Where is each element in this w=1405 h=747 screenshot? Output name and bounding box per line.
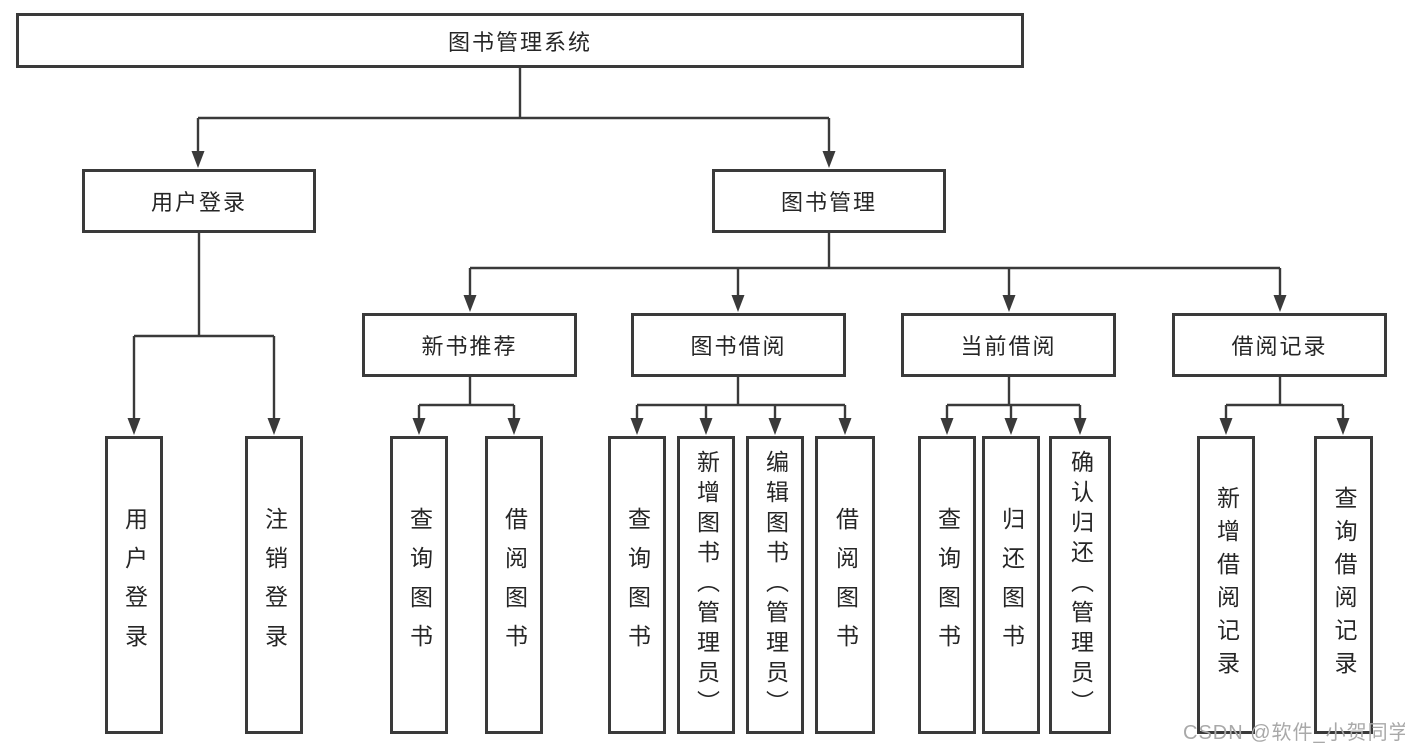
csdn-watermark: CSDN @软件_小贺同学 (1183, 722, 1405, 744)
leaf-borrowing-query-books: 查询图书 (608, 436, 666, 734)
leaf-new-book-query-books-label: 查询图书 (406, 507, 433, 663)
leaf-query-borrow-record-label: 查询借阅记录 (1331, 486, 1357, 684)
leaf-new-book-borrow-books-label: 借阅图书 (501, 507, 528, 663)
leaf-new-book-borrow-books: 借阅图书 (485, 436, 543, 734)
connector-book-borrow-children (630, 377, 852, 435)
node-book-borrowing-label: 图书借阅 (690, 334, 787, 359)
node-user-login: 用户登录 (82, 169, 316, 233)
leaf-borrowing-borrow-books: 借阅图书 (815, 436, 875, 734)
leaf-current-query-books-label: 查询图书 (934, 507, 961, 663)
leaf-return-books: 归还图书 (982, 436, 1040, 734)
leaf-return-books-label: 归还图书 (998, 507, 1025, 663)
node-new-book-recommendation-label: 新书推荐 (421, 334, 518, 359)
connector-borrow-record-children (1219, 377, 1350, 435)
node-library-management-system: 图书管理系统 (16, 13, 1024, 68)
leaf-edit-books-admin-label: 编辑图书（管理员） (762, 450, 789, 720)
connector-user-login-children (127, 233, 281, 435)
leaf-query-borrow-record: 查询借阅记录 (1314, 436, 1373, 734)
leaf-borrowing-query-books-label: 查询图书 (624, 507, 651, 663)
node-current-borrowing-label: 当前借阅 (960, 334, 1057, 359)
node-library-management-system-label: 图书管理系统 (447, 29, 592, 55)
node-new-book-recommendation: 新书推荐 (362, 313, 577, 377)
leaf-logout-label: 注销登录 (261, 507, 288, 663)
node-book-borrowing: 图书借阅 (631, 313, 846, 377)
leaf-new-book-query-books: 查询图书 (390, 436, 448, 734)
leaf-user-login: 用户登录 (105, 436, 163, 734)
node-borrowing-records-label: 借阅记录 (1231, 334, 1328, 359)
leaf-current-query-books: 查询图书 (918, 436, 976, 734)
leaf-confirm-return-admin-label: 确认归还（管理员） (1067, 450, 1094, 720)
leaf-confirm-return-admin: 确认归还（管理员） (1049, 436, 1111, 734)
leaf-user-login-label: 用户登录 (121, 507, 148, 663)
leaf-borrowing-borrow-books-label: 借阅图书 (832, 507, 859, 663)
node-book-management: 图书管理 (712, 169, 946, 233)
node-borrowing-records: 借阅记录 (1172, 313, 1387, 377)
leaf-add-borrow-record-label: 新增借阅记录 (1213, 486, 1240, 684)
leaf-logout: 注销登录 (245, 436, 303, 734)
connector-current-borrow-children (940, 377, 1087, 435)
node-book-management-label: 图书管理 (780, 190, 877, 215)
node-user-login-label: 用户登录 (150, 190, 247, 215)
leaf-add-borrow-record: 新增借阅记录 (1197, 436, 1255, 734)
leaf-add-books-admin-label: 新增图书（管理员） (693, 450, 720, 720)
node-current-borrowing: 当前借阅 (901, 313, 1116, 377)
leaf-add-books-admin: 新增图书（管理员） (677, 436, 735, 734)
leaf-edit-books-admin: 编辑图书（管理员） (746, 436, 804, 734)
connector-new-book-children (412, 377, 521, 435)
connector-root-to-level1 (191, 68, 836, 168)
connector-book-management-children (463, 233, 1287, 312)
